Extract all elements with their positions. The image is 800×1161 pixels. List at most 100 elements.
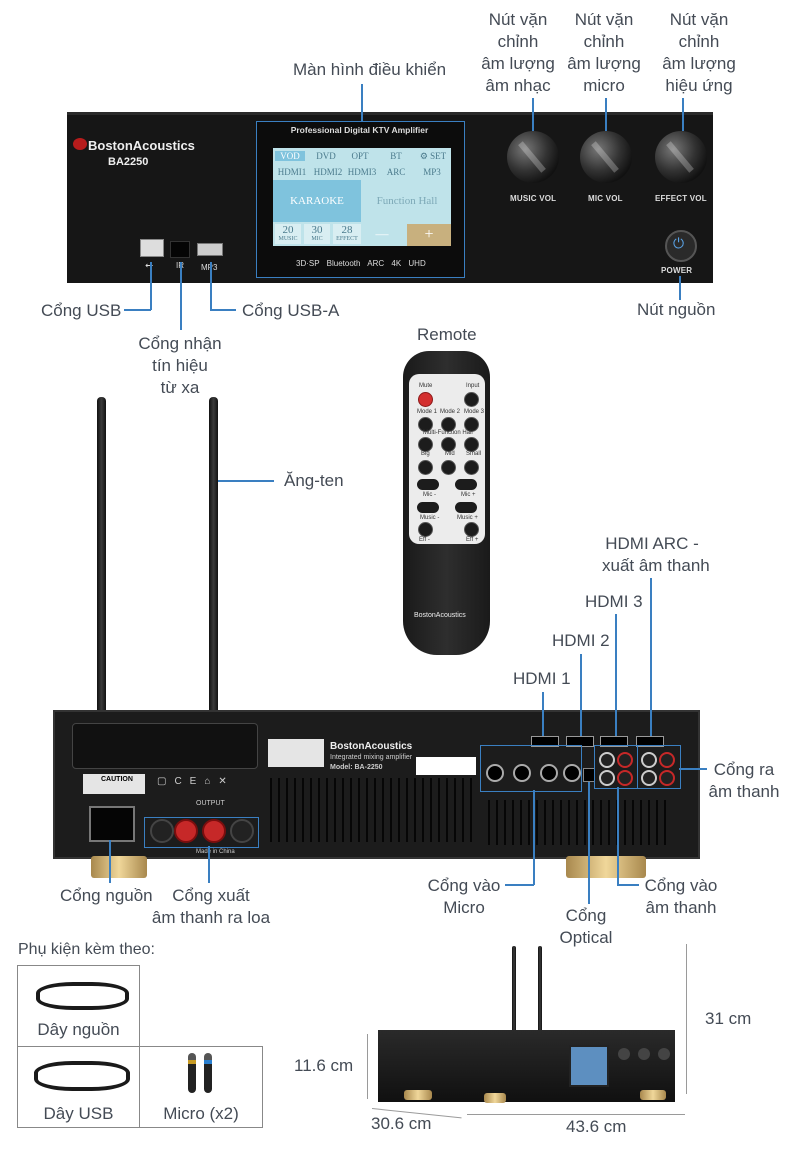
leader-mic-knob bbox=[605, 98, 607, 131]
leader-speaker-out bbox=[208, 846, 210, 883]
lcd-level-effect: 28 EFFECT bbox=[333, 224, 361, 244]
lcd-input-dvd[interactable]: DVD bbox=[316, 151, 336, 161]
rear-brand: BostonAcoustics bbox=[330, 741, 413, 752]
rca-out-r2[interactable] bbox=[659, 770, 675, 786]
lcd-input-mp3[interactable]: MP3 bbox=[423, 167, 441, 177]
remote-hash-button[interactable] bbox=[464, 460, 479, 475]
lcd-input-arc[interactable]: ARC bbox=[386, 167, 406, 177]
remote-eff-minus-button[interactable] bbox=[418, 522, 433, 537]
remote-star-button[interactable] bbox=[441, 460, 456, 475]
remote-mic-minus-button[interactable] bbox=[417, 479, 439, 490]
front-model: BA2250 bbox=[108, 156, 149, 168]
mic-volume-knob[interactable] bbox=[580, 131, 632, 183]
screen-title: Professional Digital KTV Amplifier bbox=[290, 125, 429, 135]
remote-mode1-label: Mode 1 bbox=[417, 409, 438, 415]
lcd-input-hdmi3[interactable]: HDMI3 bbox=[347, 167, 377, 177]
dim-depth: 30.6 cm bbox=[371, 1114, 432, 1133]
lcd-input-hdmi2[interactable]: HDMI2 bbox=[313, 167, 343, 177]
usb-a-port[interactable] bbox=[197, 243, 223, 256]
audio-out-group bbox=[637, 745, 681, 789]
power-button[interactable]: ⏻ bbox=[665, 230, 697, 262]
lcd-plus-button[interactable]: + bbox=[407, 224, 451, 246]
lcd-minus-button[interactable]: — bbox=[375, 226, 389, 241]
lcd-display[interactable]: VOD DVD OPT BT ⚙ SET HDMI1 HDMI2 HDMI3 A… bbox=[273, 148, 451, 246]
callout-antenna: Ăng-ten bbox=[284, 471, 344, 490]
rca-out-l2[interactable] bbox=[641, 770, 657, 786]
hdmi1-port[interactable] bbox=[531, 736, 559, 747]
callout-usb-a-port: Cổng USB-A bbox=[242, 301, 340, 320]
callout-hdmi3: HDMI 3 bbox=[585, 592, 643, 611]
rca-in-l1[interactable] bbox=[599, 752, 615, 768]
remote-small-button[interactable] bbox=[464, 437, 479, 452]
remote-music-plus-button[interactable] bbox=[455, 502, 477, 513]
photo-screen bbox=[569, 1045, 609, 1087]
lcd-input-set[interactable]: ⚙ SET bbox=[419, 151, 447, 161]
mp3-label: MP3 bbox=[201, 263, 217, 272]
effect-level-label: EFFECT bbox=[336, 236, 358, 242]
lcd-mode-function-hall[interactable]: Function Hall bbox=[376, 195, 438, 207]
remote-eff-plus-button[interactable] bbox=[464, 522, 479, 537]
music-level-value: 20 bbox=[282, 224, 294, 236]
mic-jack-1[interactable] bbox=[486, 764, 504, 782]
leader-audio-in bbox=[617, 787, 619, 885]
rca-in-r1[interactable] bbox=[617, 752, 633, 768]
photo-antenna-right bbox=[538, 946, 542, 1032]
lcd-input-bt[interactable]: BT bbox=[390, 151, 402, 161]
mic-jack-3[interactable] bbox=[540, 764, 558, 782]
remote-mid-button[interactable] bbox=[441, 437, 456, 452]
remote-big-button[interactable] bbox=[418, 437, 433, 452]
ac-power-inlet[interactable] bbox=[89, 806, 135, 842]
remote-eff-minus-label: Eff - bbox=[419, 537, 430, 543]
remote-mode2-button[interactable] bbox=[441, 417, 456, 432]
badge-bluetooth: Bluetooth bbox=[326, 259, 361, 268]
mic-jack-4[interactable] bbox=[563, 764, 581, 782]
rear-subtitle: Integrated mixing amplifier bbox=[330, 754, 413, 761]
karaoke-label: KARAOKE bbox=[290, 195, 344, 207]
remote-mic-plus-button[interactable] bbox=[455, 479, 477, 490]
lcd-level-music: 20 MUSIC bbox=[275, 224, 301, 244]
hdmi2-port[interactable] bbox=[566, 736, 594, 747]
speaker-post-4[interactable] bbox=[230, 819, 254, 843]
remote-mode1-button[interactable] bbox=[418, 417, 433, 432]
remote-input-button[interactable] bbox=[464, 392, 479, 407]
leader-hdmi2 bbox=[580, 654, 582, 736]
accessory-usb-cable: Dây USB bbox=[17, 1046, 140, 1128]
remote-big-label: Big bbox=[421, 451, 430, 457]
speaker-post-3[interactable] bbox=[202, 819, 226, 843]
remote-mute-button[interactable] bbox=[418, 392, 433, 407]
accessory-power-cable: Dây nguồn bbox=[17, 965, 140, 1047]
remote-mode3-button[interactable] bbox=[464, 417, 479, 432]
lcd-input-vod[interactable]: VOD bbox=[275, 151, 305, 161]
leader-audio-in-h bbox=[617, 884, 639, 886]
speaker-post-2[interactable] bbox=[174, 819, 198, 843]
lcd-input-opt[interactable]: OPT bbox=[351, 151, 369, 161]
leader-effect-knob bbox=[682, 98, 684, 131]
remote-mic-minus-label: Mic - bbox=[423, 492, 436, 498]
hdmi-arc-port[interactable] bbox=[636, 736, 664, 747]
rca-in-r2[interactable] bbox=[617, 770, 633, 786]
mic-jack-2[interactable] bbox=[513, 764, 531, 782]
lcd-mode-karaoke[interactable]: KARAOKE bbox=[273, 180, 361, 222]
remote-b-button[interactable] bbox=[418, 460, 433, 475]
microphone-label: Micro (x2) bbox=[163, 1104, 239, 1123]
rca-out-r1[interactable] bbox=[659, 752, 675, 768]
usb-b-port[interactable] bbox=[140, 239, 164, 257]
mic-level-label: MIC bbox=[311, 236, 323, 242]
microphone-icon-1 bbox=[188, 1053, 196, 1093]
usb-icon: ⭠ bbox=[145, 260, 153, 271]
remote-music-minus-button[interactable] bbox=[417, 502, 439, 513]
callout-hdmi1: HDMI 1 bbox=[513, 669, 571, 688]
leader-optical bbox=[588, 782, 590, 904]
speaker-post-1[interactable] bbox=[150, 819, 174, 843]
leader-mic-in-h bbox=[505, 884, 534, 886]
rca-in-l2[interactable] bbox=[599, 770, 615, 786]
music-volume-knob[interactable] bbox=[507, 131, 559, 183]
front-brand: BostonAcoustics bbox=[88, 138, 195, 153]
hdmi3-port[interactable] bbox=[600, 736, 628, 747]
lcd-input-hdmi1[interactable]: HDMI1 bbox=[277, 167, 307, 177]
effect-volume-knob[interactable] bbox=[655, 131, 707, 183]
rca-out-l1[interactable] bbox=[641, 752, 657, 768]
